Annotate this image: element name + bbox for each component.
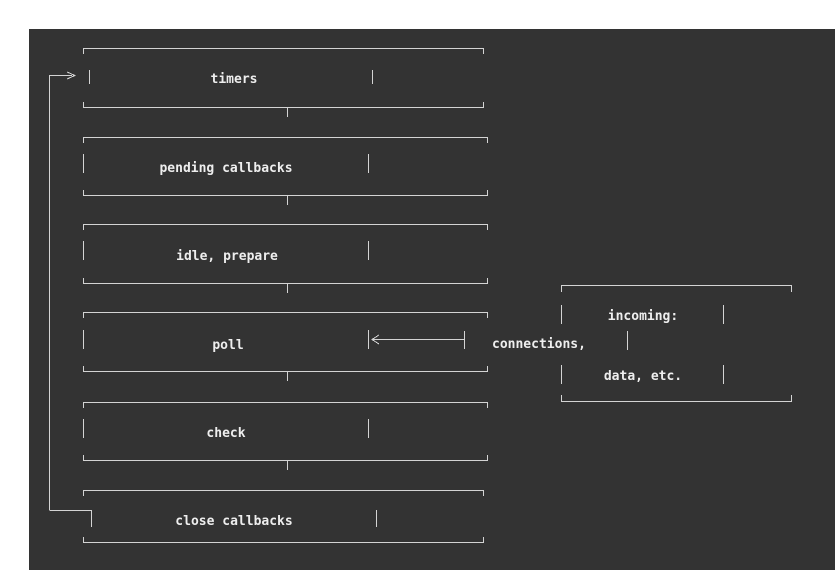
- loop-back-line: [49, 71, 91, 511]
- phase-label-timers: timers: [211, 72, 258, 87]
- incoming-box: incoming: connections, data, etc.: [492, 285, 792, 402]
- phase-box-poll: poll: [83, 312, 488, 372]
- incoming-label-line3: data, etc.: [604, 369, 682, 384]
- incoming-label-line1: incoming:: [608, 309, 678, 324]
- incoming-label-line2: connections,: [492, 337, 586, 352]
- diagram-svg: timers pending callbacks idle, prepare p…: [49, 48, 792, 543]
- incoming-arrow: [371, 331, 465, 349]
- phase-label-poll: poll: [212, 338, 243, 353]
- phase-box-pending-callbacks: pending callbacks: [83, 137, 488, 196]
- phase-box-close-callbacks: close callbacks: [83, 490, 484, 543]
- phase-label-check: check: [206, 426, 245, 441]
- phase-label-close-callbacks: close callbacks: [175, 514, 292, 529]
- event-loop-diagram: timers pending callbacks idle, prepare p…: [29, 29, 835, 570]
- phase-label-pending-callbacks: pending callbacks: [159, 161, 292, 176]
- phase-box-idle-prepare: idle, prepare: [83, 224, 488, 284]
- phase-box-timers: timers: [83, 48, 484, 108]
- phase-box-check: check: [83, 402, 488, 461]
- phase-label-idle-prepare: idle, prepare: [176, 249, 278, 264]
